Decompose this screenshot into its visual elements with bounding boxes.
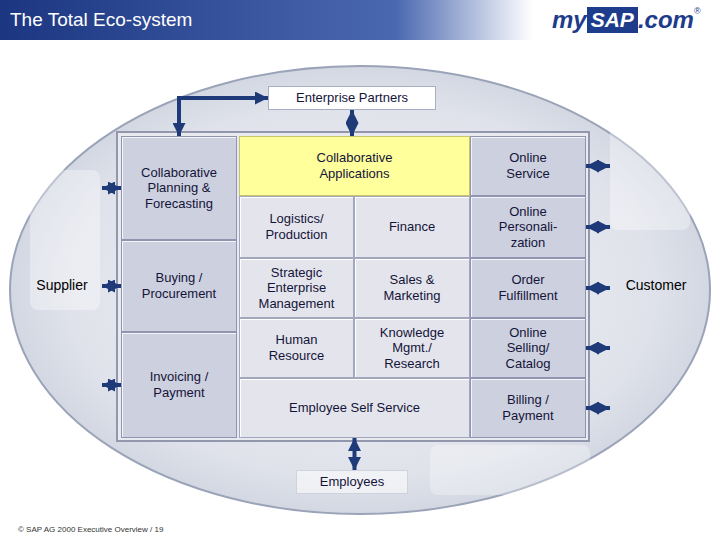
application-box: Collaborative Applications [239, 136, 470, 196]
node-text: Logistics/ Production [252, 211, 342, 242]
partner-box: Enterprise Partners [268, 86, 436, 110]
node-text: Invoicing / Payment [132, 369, 227, 400]
double-arrow [586, 346, 610, 350]
node-text: Online Personali- zation [489, 204, 567, 251]
logo: mySAP.com® [552, 6, 701, 34]
double-arrow [179, 98, 268, 136]
node-text: Knowledge Mgmt./ Research [367, 325, 457, 372]
node-text: Customer [626, 277, 687, 294]
actor: Customer [610, 150, 702, 420]
process-box: Invoicing / Payment [121, 332, 237, 438]
node-text: Strategic Enterprise Management [252, 265, 342, 312]
employee-box: Employees [296, 470, 408, 494]
photo-fade [30, 170, 100, 310]
process-box: Online Selling/ Catalog [470, 318, 586, 378]
ecosystem-oval [10, 66, 710, 514]
process-box: Billing / Payment [470, 378, 586, 438]
double-arrow [586, 286, 610, 290]
logo-mark: SAP [587, 7, 638, 33]
logo-text: my [552, 6, 587, 34]
process-box: Order Fulfillment [470, 258, 586, 318]
photo-fade [430, 445, 590, 495]
node-text: Collaborative Applications [285, 150, 425, 181]
node-text: Collaborative Planning & Forecasting [132, 165, 227, 212]
node-text: Enterprise Partners [296, 90, 408, 106]
logo-text: .com [638, 6, 694, 34]
process-box: Sales & Marketing [354, 258, 470, 318]
node-text: Online Service [489, 150, 567, 181]
header-bar [0, 0, 720, 40]
process-box: Human Resource [239, 318, 354, 378]
process-box: Employee Self Service [239, 378, 470, 438]
process-box: Finance [354, 196, 470, 258]
node-text: Online Selling/ Catalog [489, 325, 567, 372]
process-box: Online Personali- zation [470, 196, 586, 258]
node-text: Supplier [36, 277, 87, 294]
enterprise-frame [117, 132, 589, 441]
double-arrow [102, 186, 121, 190]
footer-note: © SAP AG 2000 Executive Overview / 19 [18, 525, 163, 534]
node-text: Employees [320, 474, 384, 490]
process-box: Collaborative Planning & Forecasting [121, 136, 237, 240]
process-box: Strategic Enterprise Management [239, 258, 354, 318]
photo-fade [610, 110, 690, 230]
process-box: Buying / Procurement [121, 240, 237, 332]
node-text: Billing / Payment [489, 392, 567, 423]
double-arrow [586, 164, 610, 168]
process-box: Knowledge Mgmt./ Research [354, 318, 470, 378]
double-arrow [586, 406, 610, 410]
actor: Supplier [22, 150, 102, 420]
logo-registered: ® [694, 6, 701, 16]
double-arrow [353, 438, 357, 470]
double-arrow [102, 383, 121, 387]
node-text: Finance [389, 219, 435, 235]
double-arrow [102, 284, 121, 288]
double-arrow [586, 225, 610, 229]
process-box: Online Service [470, 136, 586, 196]
slide-title: The Total Eco-system [10, 9, 192, 31]
node-text: Employee Self Service [289, 400, 420, 416]
node-text: Sales & Marketing [367, 272, 457, 303]
node-text: Buying / Procurement [132, 270, 227, 301]
node-text: Order Fulfillment [489, 272, 567, 303]
process-box: Logistics/ Production [239, 196, 354, 258]
node-text: Human Resource [252, 332, 342, 363]
double-arrow [350, 110, 354, 136]
